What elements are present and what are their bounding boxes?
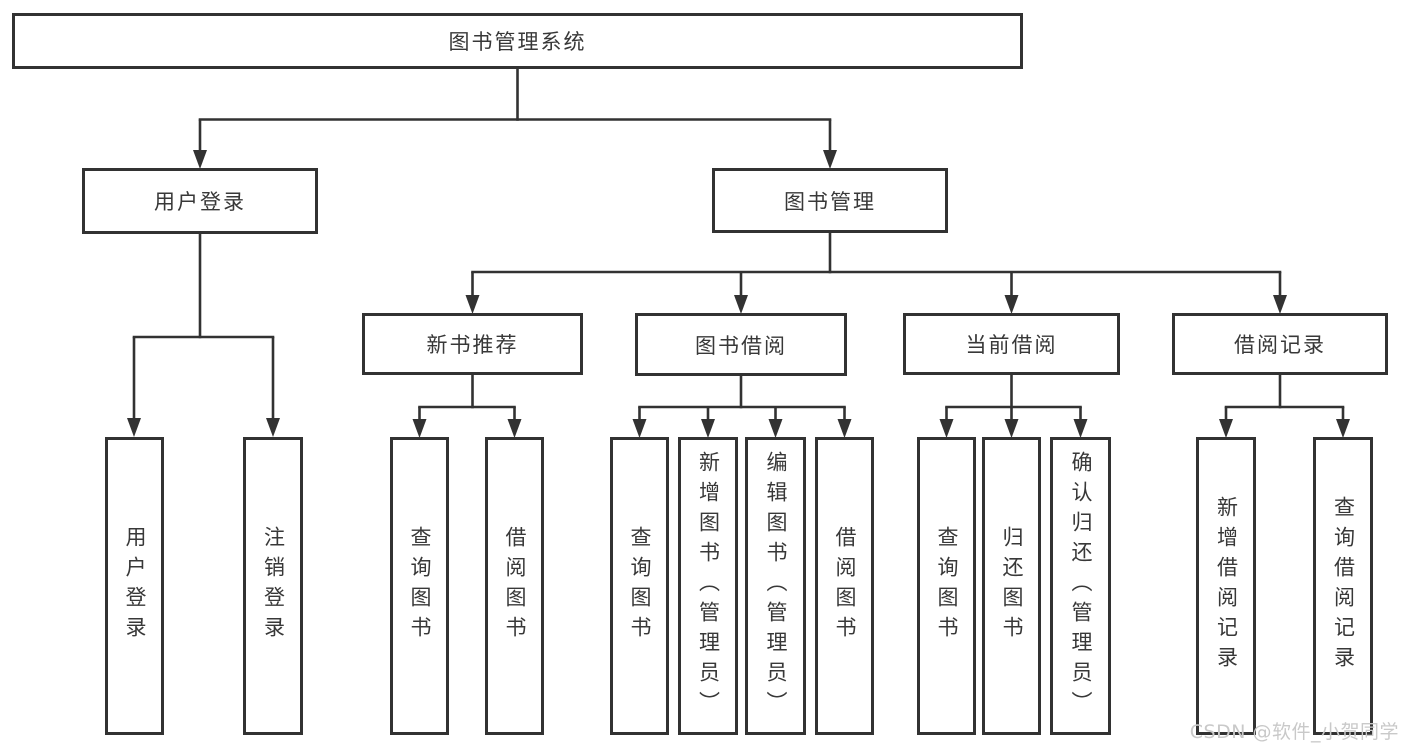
leaf-current-query-book: 查询图书	[917, 437, 976, 735]
leaf-label: 新增借阅记录	[1214, 496, 1239, 676]
node-label: 图书借阅	[695, 333, 787, 358]
leaf-user-login: 用户登录	[105, 437, 164, 735]
leaf-add-book-admin: 新增图书（管理员）	[678, 437, 738, 735]
edge-segments	[132, 68, 1345, 421]
leaf-label: 新增图书（管理员）	[696, 451, 721, 721]
leaf-label: 借阅图书	[503, 526, 527, 646]
leaf-recommend-borrow-book: 借阅图书	[485, 437, 544, 735]
arrowheads	[127, 150, 1350, 438]
node-borrow-records: 借阅记录	[1172, 313, 1388, 375]
leaf-label: 确认归还（管理员）	[1069, 451, 1093, 721]
leaf-confirm-return-admin: 确认归还（管理员）	[1050, 437, 1111, 735]
leaf-label: 查询图书	[408, 526, 432, 646]
leaf-label: 归还图书	[1000, 526, 1024, 646]
leaf-label: 查询图书	[628, 526, 652, 646]
node-user-login: 用户登录	[82, 168, 318, 234]
node-label: 图书管理	[784, 189, 876, 214]
node-new-book-recommend: 新书推荐	[362, 313, 583, 375]
node-label: 当前借阅	[965, 333, 1058, 357]
leaf-edit-book-admin: 编辑图书（管理员）	[745, 437, 806, 735]
leaf-query-borrow-record: 查询借阅记录	[1313, 437, 1373, 735]
node-current-borrow: 当前借阅	[903, 313, 1120, 375]
leaf-borrow-book: 借阅图书	[815, 437, 874, 735]
leaf-label: 注销登录	[261, 526, 286, 646]
node-root-label: 图书管理系统	[448, 30, 587, 54]
node-book-management: 图书管理	[712, 168, 948, 233]
leaf-recommend-query-book: 查询图书	[390, 437, 449, 735]
leaf-add-borrow-record: 新增借阅记录	[1196, 437, 1256, 735]
leaf-label: 借阅图书	[833, 526, 857, 646]
leaf-label: 用户登录	[123, 526, 147, 646]
node-label: 新书推荐	[426, 333, 519, 357]
node-root-system: 图书管理系统	[12, 13, 1023, 69]
node-label: 借阅记录	[1234, 333, 1326, 357]
leaf-label: 编辑图书（管理员）	[764, 451, 788, 721]
leaf-label: 查询图书	[935, 526, 959, 646]
node-label: 用户登录	[154, 190, 246, 214]
leaf-borrow-query-book: 查询图书	[610, 437, 669, 735]
leaf-label: 查询借阅记录	[1331, 496, 1356, 676]
leaf-return-book: 归还图书	[982, 437, 1041, 735]
leaf-logout: 注销登录	[243, 437, 303, 735]
csdn-watermark: CSDN @软件_小贺同学	[1189, 721, 1399, 743]
node-book-borrow: 图书借阅	[635, 313, 847, 376]
